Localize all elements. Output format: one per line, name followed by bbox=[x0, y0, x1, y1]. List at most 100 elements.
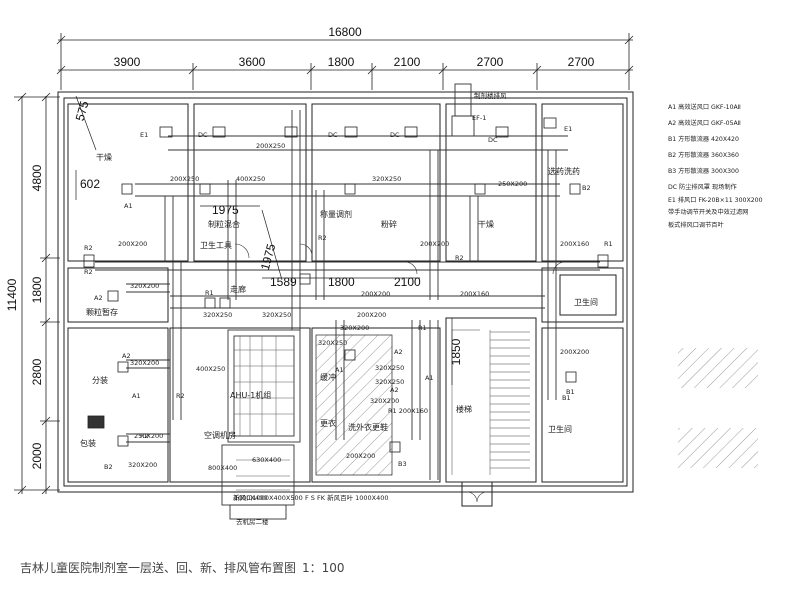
terminal-tag: DC bbox=[390, 131, 400, 139]
dim-left-1: 4800 bbox=[30, 164, 44, 191]
hatched-legend-1 bbox=[678, 348, 758, 388]
dim-seg-4: 2100 bbox=[394, 55, 421, 69]
dim-seg-6: 2700 bbox=[568, 55, 595, 69]
terminal-tag: A1 bbox=[425, 374, 434, 382]
room-dry-right: 干燥 bbox=[478, 220, 494, 229]
terminal-tag: DC bbox=[328, 131, 338, 139]
duct-size: 200X200 bbox=[357, 311, 386, 319]
room-corridor: 走廊 bbox=[230, 284, 246, 294]
legend-item: B1 方形散流器 420X420 bbox=[668, 135, 739, 143]
drawing-title: 吉林儿童医院制剂室一层送、回、新、排风管布置图 bbox=[20, 560, 296, 575]
fresh-air-note: 新风口1000X400X500 bbox=[233, 493, 303, 502]
dim-total-width: 16800 bbox=[328, 25, 362, 39]
duct-size: 320X200 bbox=[128, 461, 157, 469]
terminal-tag: R2 bbox=[140, 432, 149, 440]
legend-item: B3 方形散流器 300X300 bbox=[668, 167, 739, 175]
terminal-tag: B2 bbox=[582, 184, 591, 192]
interior-dimensions: 575 602 1975 1975 1589 1800 2100 1850 bbox=[73, 95, 463, 385]
duct-size: 200X200 bbox=[420, 240, 449, 248]
dim-left-4: 2000 bbox=[30, 442, 44, 469]
room-buffer: 缓冲 bbox=[320, 372, 336, 382]
terminal-tag: B3 bbox=[398, 460, 407, 468]
terminal-tag: R2 bbox=[318, 234, 327, 242]
duct-size: 320X250 bbox=[372, 175, 401, 183]
room-sanitary-tools: 卫生工具 bbox=[200, 240, 232, 250]
dim-1589: 1589 bbox=[270, 275, 297, 289]
room-dry-left: 干燥 bbox=[96, 153, 112, 162]
room-change1: 更衣 bbox=[320, 418, 336, 428]
duct-size: 200X200 bbox=[346, 452, 375, 460]
duct-size: 630X400 bbox=[252, 456, 281, 464]
legend-item: 带手动调节开关及中效过滤网 bbox=[668, 208, 748, 216]
dim-seg-3: 1800 bbox=[328, 55, 355, 69]
room-crush: 粉碎 bbox=[381, 219, 397, 229]
legend-item: DC 防尘排风罩 现场制作 bbox=[668, 183, 737, 191]
hatched-legend-2 bbox=[678, 428, 758, 468]
dim-575: 575 bbox=[73, 99, 92, 122]
duct-size: 320X200 bbox=[370, 397, 399, 405]
duct-size: 320X200 bbox=[130, 359, 159, 367]
room-change2: 洗外衣更鞋 bbox=[348, 422, 388, 432]
dim-1800: 1800 bbox=[328, 275, 355, 289]
duct-size: 200X250 bbox=[170, 175, 199, 183]
room-separate: 分装 bbox=[92, 375, 108, 385]
terminal-tag: A2 bbox=[390, 386, 399, 394]
room-wc2: 卫生间 bbox=[548, 424, 572, 434]
dim-seg-1: 3900 bbox=[114, 55, 141, 69]
duct-size: R1 200X160 bbox=[388, 407, 428, 415]
duct-size: 320X200 bbox=[340, 324, 369, 332]
duct-size: 320X250 bbox=[318, 339, 347, 347]
outdoor-note: 去机房二楼 bbox=[236, 517, 269, 526]
terminal-tag: R2 bbox=[176, 392, 185, 400]
room-wc1: 卫生间 bbox=[574, 297, 598, 307]
duct-size: 200X200 bbox=[560, 348, 589, 356]
terminal-tag: DC bbox=[488, 136, 498, 144]
legend-item: 板式排风口调节百叶 bbox=[668, 221, 724, 229]
dim-1975-a: 1975 bbox=[212, 203, 239, 217]
exhaust-note: 制剂楼排风 bbox=[474, 91, 507, 100]
terminal-tag: R2 bbox=[84, 268, 93, 276]
legend-item: B2 方形散流器 360X360 bbox=[668, 151, 739, 159]
terminal-tag: B1 bbox=[562, 394, 571, 402]
duct-size: 200X200 bbox=[361, 290, 390, 298]
duct-size: 400X250 bbox=[236, 175, 265, 183]
equipment-notes: 制剂楼排风 新风口1000X400X500 F S FK 新风百叶 1000X4… bbox=[233, 91, 507, 526]
legend: A1 高效送风口 GKF-10AⅡ A2 高效送风口 GKF-05AⅡ B1 方… bbox=[668, 103, 763, 229]
duct-size: 200X160 bbox=[460, 290, 489, 298]
dim-1850: 1850 bbox=[449, 338, 463, 365]
room-ac: 空调机房 bbox=[204, 430, 236, 440]
dim-seg-5: 2700 bbox=[477, 55, 504, 69]
duct-size: 320X250 bbox=[262, 311, 291, 319]
duct-size: 1000X400 bbox=[234, 494, 267, 502]
ahu-sub-note: F S FK 新风百叶 1000X400 bbox=[305, 493, 389, 502]
room-packing: 包装 bbox=[80, 438, 96, 448]
terminal-tag: A2 bbox=[122, 352, 131, 360]
terminal-tag: B1 bbox=[566, 388, 575, 396]
duct-size: 200X160 bbox=[560, 240, 589, 248]
terminal-tag: E1 bbox=[564, 125, 572, 133]
dim-2100: 2100 bbox=[394, 275, 421, 289]
dim-seg-2: 3600 bbox=[239, 55, 266, 69]
terminal-tag: A1 bbox=[335, 366, 344, 374]
duct-size: 320X250 bbox=[375, 378, 404, 386]
legend-item: A1 高效送风口 GKF-10AⅡ bbox=[668, 103, 741, 111]
room-weigh: 称量调剂 bbox=[320, 209, 352, 219]
legend-item: E1 排风口 FK-20B×11 300X200 bbox=[668, 196, 763, 204]
terminal-tag: R2 bbox=[455, 254, 464, 262]
building-walls bbox=[57, 91, 634, 507]
terminal-tag: R1 bbox=[418, 324, 427, 332]
hatched-buffer-area bbox=[315, 334, 393, 476]
terminal-tag: E1 bbox=[140, 131, 148, 139]
dim-total-height: 11400 bbox=[5, 278, 19, 311]
duct-size: 800X400 bbox=[208, 464, 237, 472]
top-dimensions: 16800 3900 3600 1800 2100 2700 2700 bbox=[56, 25, 634, 90]
duct-size: 400X250 bbox=[196, 365, 225, 373]
terminal-tag: DC bbox=[198, 131, 208, 139]
room-control-mix: 制粒混合 bbox=[208, 219, 240, 229]
terminal-tag: A2 bbox=[394, 348, 403, 356]
terminal-tag: B2 bbox=[104, 463, 113, 471]
duct-size: 320X250 bbox=[375, 364, 404, 372]
terminal-tag: R2 bbox=[84, 244, 93, 252]
terminal-tag: A1 bbox=[132, 392, 141, 400]
